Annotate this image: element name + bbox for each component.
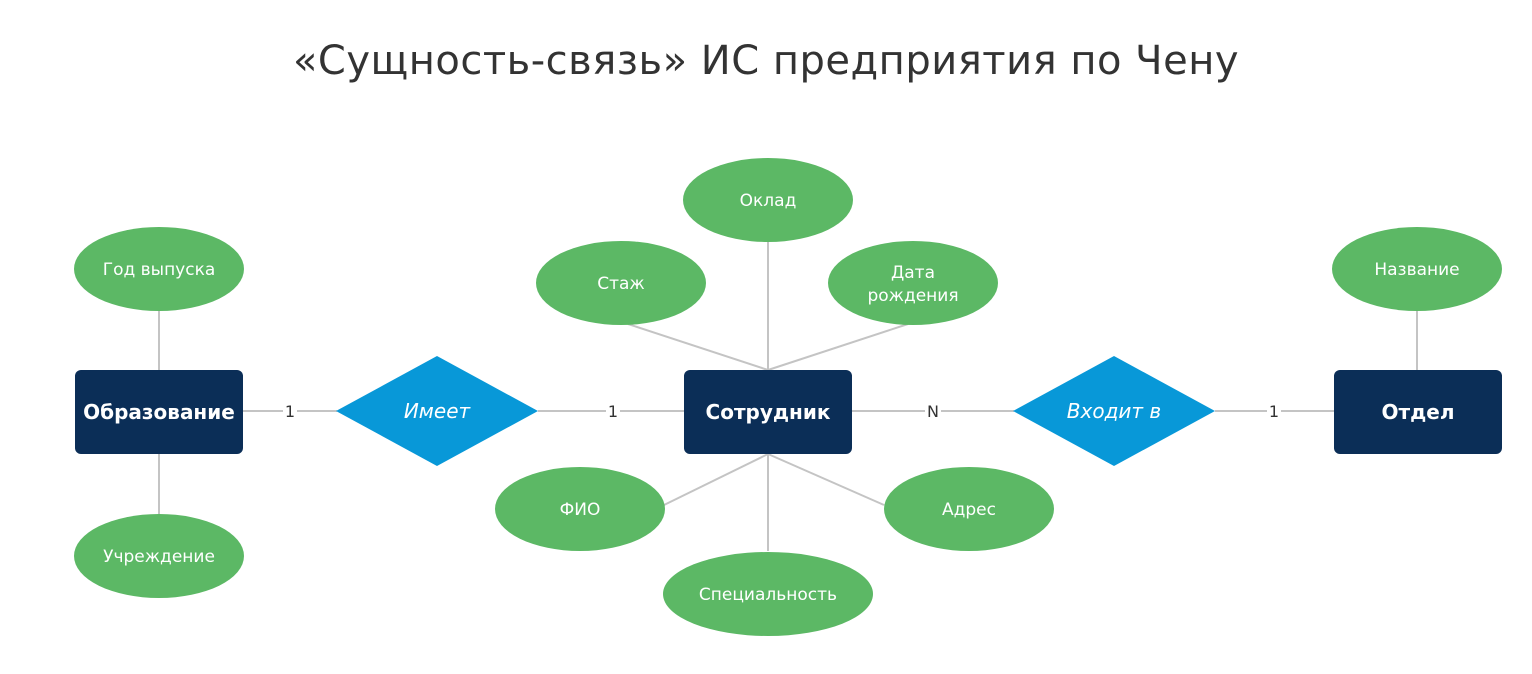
relationship-has[interactable]: Имеет <box>336 356 538 466</box>
cardinality-belongs-department: 1 <box>1269 402 1279 421</box>
attribute-full-name[interactable]: ФИО <box>495 467 665 551</box>
attribute-dept-name-label: Название <box>1374 260 1459 280</box>
connector-employee-fullname <box>663 453 769 506</box>
attribute-birth-date[interactable]: Дата рождения <box>828 241 998 325</box>
relationship-belongs-label: Входит в <box>1067 399 1161 423</box>
connector-employee-address <box>767 453 885 506</box>
entity-employee-label: Сотрудник <box>706 400 831 424</box>
cardinality-has-employee: 1 <box>608 402 618 421</box>
connector-employee-experience <box>627 323 769 371</box>
attribute-specialty-label: Специальность <box>699 585 837 605</box>
entity-education-label: Образование <box>83 400 235 424</box>
attribute-graduation-year-label: Год выпуска <box>103 260 216 280</box>
entity-education[interactable]: Образование <box>75 370 243 454</box>
cardinality-employee-belongs: N <box>927 402 939 421</box>
attribute-birth-date-line2: рождения <box>867 286 958 306</box>
entity-department[interactable]: Отдел <box>1334 370 1502 454</box>
cardinality-education-has: 1 <box>285 402 295 421</box>
attribute-institution[interactable]: Учреждение <box>74 514 244 598</box>
connector-employee-birthdate <box>767 323 909 371</box>
attribute-birth-date-line1: Дата <box>891 263 935 283</box>
attribute-salary[interactable]: Оклад <box>683 158 853 242</box>
diagram-title: «Сущность-связь» ИС предприятия по Чену <box>292 38 1240 84</box>
attribute-address[interactable]: Адрес <box>884 467 1054 551</box>
entity-department-label: Отдел <box>1382 400 1455 424</box>
attribute-dept-name[interactable]: Название <box>1332 227 1502 311</box>
entity-employee[interactable]: Сотрудник <box>684 370 852 454</box>
attribute-experience-label: Стаж <box>597 274 645 294</box>
attribute-full-name-label: ФИО <box>560 500 601 520</box>
attribute-salary-label: Оклад <box>740 191 797 211</box>
attribute-specialty[interactable]: Специальность <box>663 552 873 636</box>
attribute-graduation-year[interactable]: Год выпуска <box>74 227 244 311</box>
attribute-experience[interactable]: Стаж <box>536 241 706 325</box>
cardinalities: 1 1 N 1 <box>283 400 1281 422</box>
attribute-address-label: Адрес <box>942 500 996 520</box>
relationship-belongs[interactable]: Входит в <box>1013 356 1215 466</box>
attribute-institution-label: Учреждение <box>103 547 215 567</box>
relationship-has-label: Имеет <box>404 399 472 423</box>
